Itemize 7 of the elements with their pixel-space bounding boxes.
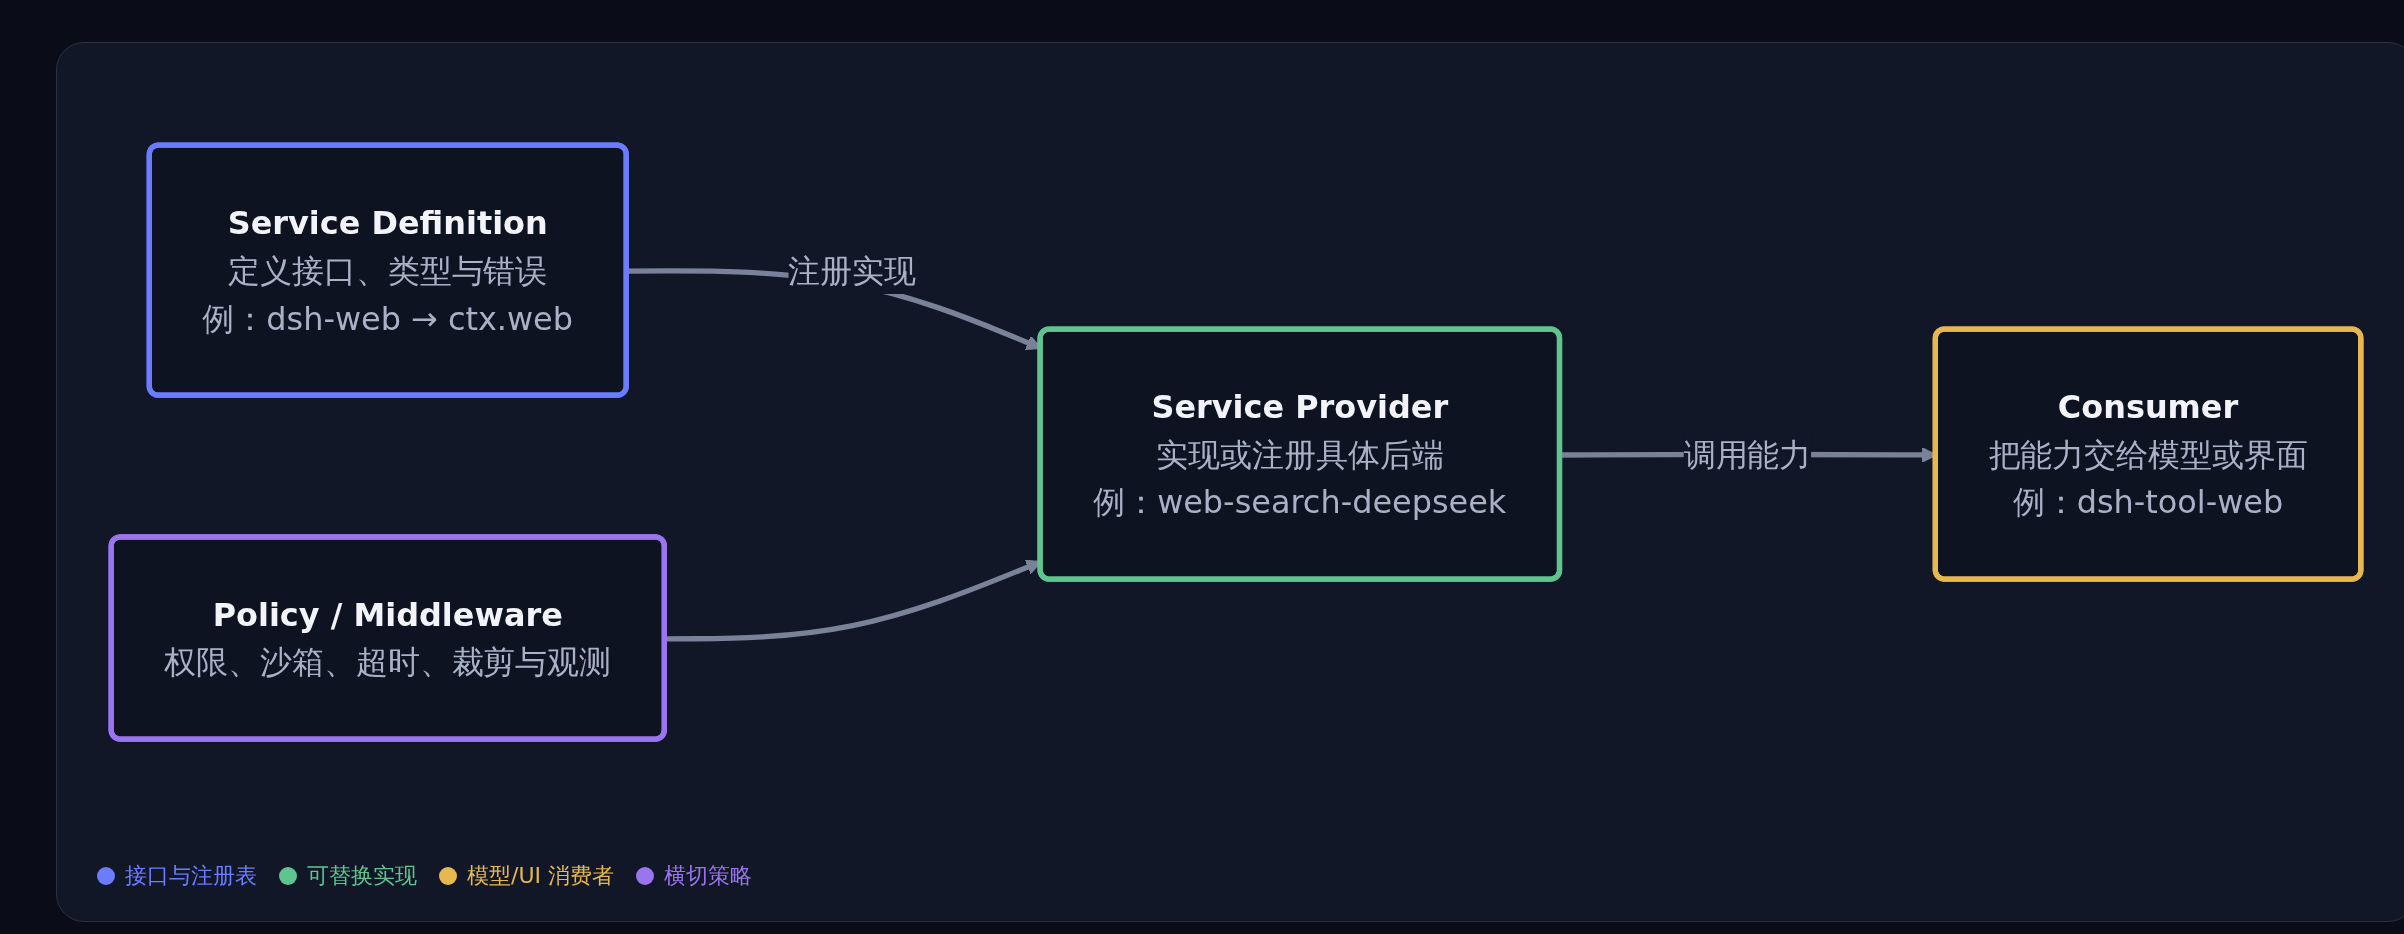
edge-label: 注册实现 <box>788 251 917 289</box>
diagram-panel: 注册实现 调用能力 Service Definition 定义接口、类型与错误 例：dsh-web → ctx.web Service Provider 实现或注册具体后端 例：web-search-deepseek Consumer 把能力交给模型或界面 例：dsh-tool-web Policy / Middleware 权限、沙箱、超时、裁剪与观测 接口与注册表 可替换实现 模型/UI 消费者 横切策略 <box>56 42 2404 922</box>
legend-label: 模型/UI 消费者 <box>467 862 614 890</box>
legend-label: 可替换实现 <box>307 862 417 890</box>
legend-label: 接口与注册表 <box>125 862 257 890</box>
legend-label: 横切策略 <box>664 862 752 890</box>
edge-label: 调用能力 <box>1683 435 1812 473</box>
